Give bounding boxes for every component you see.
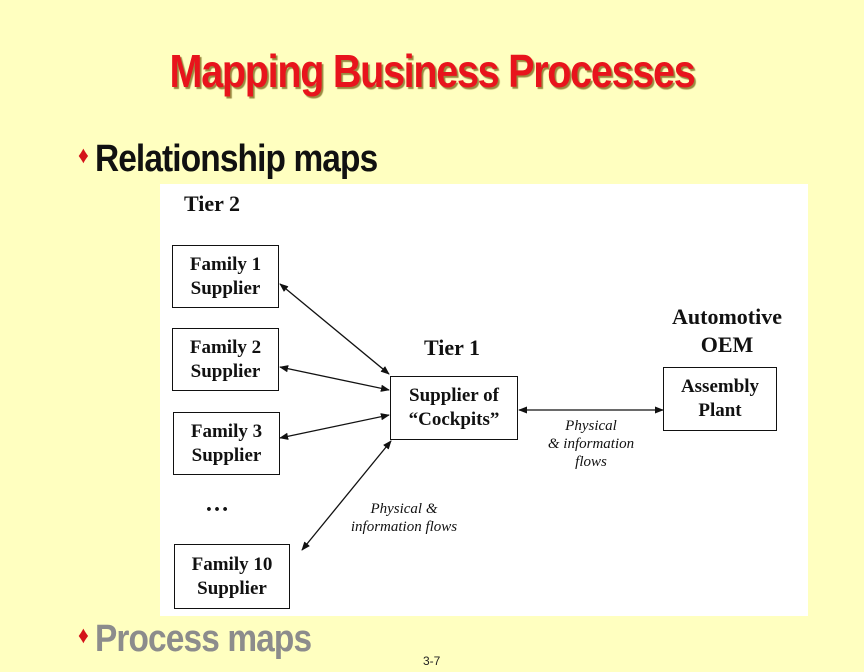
- arrow-family2-cockpit: [279, 365, 390, 392]
- arrow-family10-cockpit: [301, 440, 392, 551]
- ellipsis-more-suppliers: …: [205, 491, 229, 517]
- flow-label-left: Physical & information flows: [350, 501, 458, 535]
- bullet-relationship-maps: ♦Relationship maps: [78, 138, 378, 181]
- bullet-text: Relationship maps: [94, 138, 378, 180]
- oem-label: Automotive OEM: [672, 304, 782, 357]
- tier2-label: Tier 2: [184, 191, 241, 216]
- arrow-family1-cockpit: [279, 283, 390, 375]
- flow-label-right: Physical & information flows: [547, 418, 635, 470]
- arrow-family3-cockpit: [279, 413, 390, 440]
- arrow-layer: [279, 283, 664, 551]
- diamond-bullet-icon: ♦: [78, 622, 89, 649]
- slide-title: Mapping Business Processes: [169, 45, 696, 97]
- diamond-bullet-icon: ♦: [78, 142, 89, 169]
- cockpit-supplier-box: Supplier of“Cockpits”: [390, 376, 518, 440]
- tier1-label: Tier 1: [424, 335, 481, 360]
- bullet-process-maps: ♦Process maps: [78, 618, 312, 661]
- bullet-text: Process maps: [94, 618, 312, 660]
- slide-number: 3-7: [423, 654, 441, 668]
